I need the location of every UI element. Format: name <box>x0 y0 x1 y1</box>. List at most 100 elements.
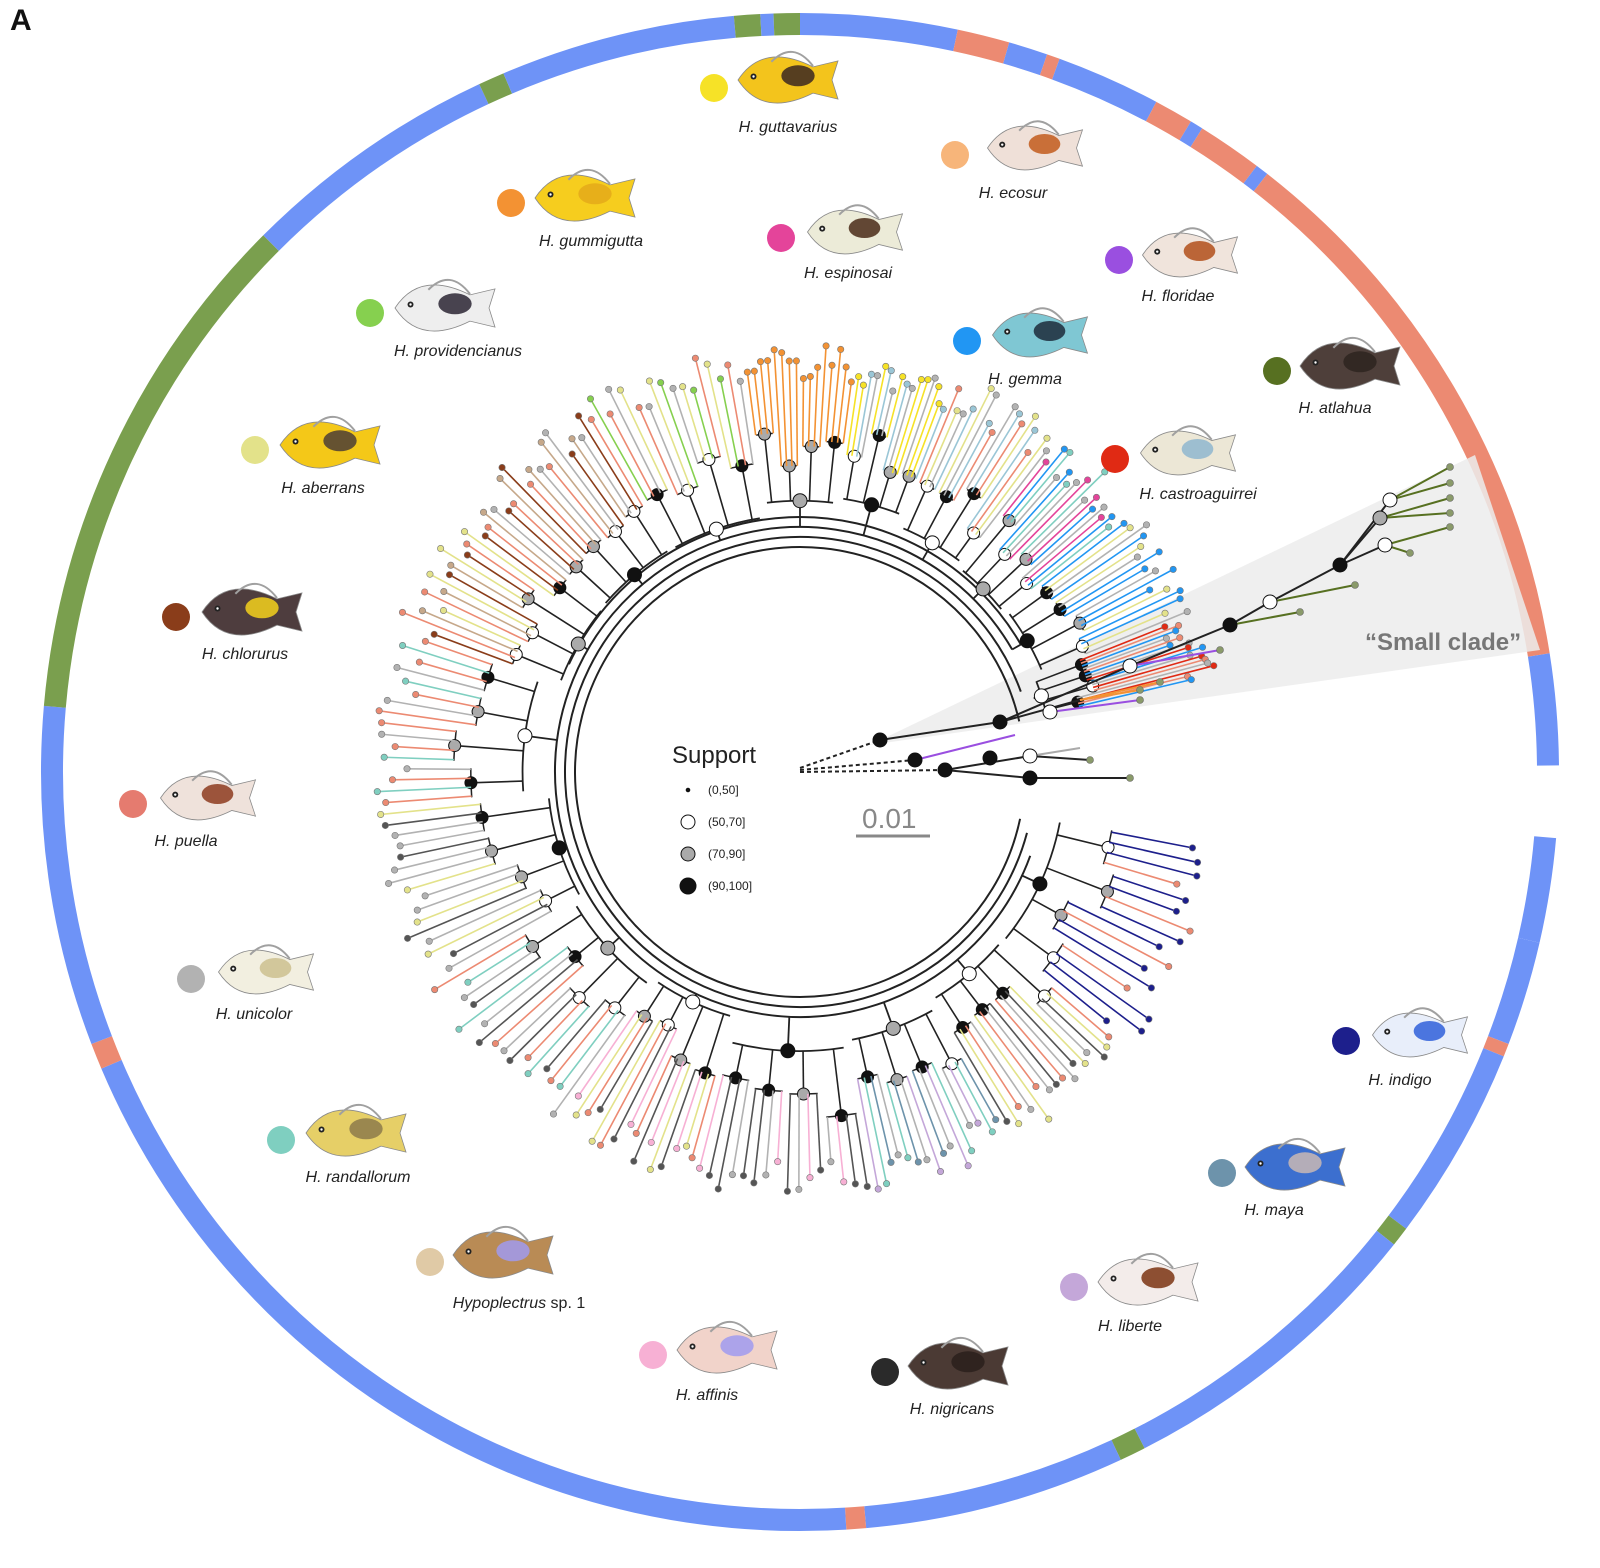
ring-segment <box>508 27 735 84</box>
species-ecosur: H. ecosur <box>941 121 1083 202</box>
legend-title: Support <box>672 742 756 769</box>
species-color-dot <box>267 1126 295 1154</box>
species-atlahua: H. atlahua <box>1263 338 1400 417</box>
species-label: H. espinosai <box>804 265 892 282</box>
ring-segment <box>1196 138 1250 175</box>
legend-marker <box>681 815 695 829</box>
species-gemma: H. gemma <box>953 308 1088 388</box>
species-color-dot <box>119 790 147 818</box>
species-label: H. chlorurus <box>202 646 288 663</box>
ring-segment <box>1498 940 1529 1040</box>
ring-segment <box>1529 837 1545 940</box>
species-aberrans: H. aberrans <box>241 417 380 497</box>
ring-segment <box>1116 1438 1139 1449</box>
species-label: H. floridae <box>1142 288 1215 305</box>
species-color-dot <box>1060 1273 1088 1301</box>
species-label: H. aberrans <box>281 480 365 497</box>
ring-segment <box>800 24 956 40</box>
ring-segment <box>1385 1222 1397 1237</box>
species-color-dot <box>1208 1159 1236 1187</box>
ring-segment <box>1056 69 1151 111</box>
species-castroaguirrei: H. castroaguirrei <box>1101 426 1257 503</box>
species-nigricans: H. nigricans <box>871 1338 1008 1418</box>
ring-segment <box>1250 175 1260 183</box>
legend-item-small-dot: (0,50] <box>686 783 738 797</box>
species-label: H. randallorum <box>306 1169 411 1186</box>
fish-illustration <box>306 1105 406 1156</box>
legend-marker <box>686 788 690 792</box>
fish-illustration <box>908 1338 1008 1389</box>
ring-segment <box>1006 53 1043 65</box>
species-color-dot <box>941 141 969 169</box>
legend-item-label: (50,70] <box>708 815 745 829</box>
ring-segment <box>1044 65 1056 69</box>
species-affinis: H. affinis <box>639 1322 777 1404</box>
ring-segment <box>52 707 102 1040</box>
species-label: H. gummigutta <box>539 233 643 250</box>
species-indigo: H. indigo <box>1332 1008 1468 1089</box>
species-color-dot <box>1105 246 1133 274</box>
fish-illustration <box>1373 1008 1468 1057</box>
legend-item-label: (0,50] <box>708 783 739 797</box>
species-color-dot <box>767 224 795 252</box>
species-color-dot <box>497 189 525 217</box>
fish-illustration <box>280 417 380 468</box>
ring-segment <box>111 1064 845 1520</box>
fish-illustration <box>395 280 495 331</box>
species-espinosai: H. espinosai <box>767 205 903 282</box>
species-label: H. guttavarius <box>739 119 838 136</box>
fish-illustration <box>1098 1254 1198 1305</box>
species-unicolor: H. unicolor <box>177 945 314 1023</box>
species-color-dot <box>241 436 269 464</box>
ring-segment <box>865 1450 1116 1517</box>
species-color-dot <box>416 1248 444 1276</box>
fish-illustration <box>202 584 302 635</box>
ring-segment <box>484 83 508 94</box>
species-liberte: H. liberte <box>1060 1254 1198 1335</box>
ring-segment <box>735 25 761 27</box>
species-label: H. unicolor <box>216 1006 293 1023</box>
phylogenetic-tree <box>374 343 1217 1195</box>
species-color-dot <box>162 603 190 631</box>
species-label: H. nigricans <box>910 1401 994 1418</box>
species-label: H. ecosur <box>979 185 1048 202</box>
species-gummigutta: H. gummigutta <box>497 170 643 250</box>
ring-segment <box>1151 112 1185 131</box>
species-label: Hypoplectrus sp. 1 <box>453 1295 586 1312</box>
species-providencianus: H. providencianus <box>356 280 522 360</box>
legend-item-white: (50,70] <box>681 815 745 829</box>
legend-item-grey: (70,90] <box>681 847 745 861</box>
species-color-dot <box>1263 357 1291 385</box>
species-floridae: H. floridae <box>1105 228 1238 305</box>
species-label: H. affinis <box>676 1387 738 1404</box>
fish-illustration <box>219 945 314 994</box>
ring-segment <box>1494 1040 1499 1052</box>
fish-illustration <box>1141 426 1236 475</box>
species-maya: H. maya <box>1208 1139 1345 1219</box>
species-chlorurus: H. chlorurus <box>162 584 302 663</box>
ring-segment <box>761 24 774 25</box>
ring-segment <box>102 1040 112 1064</box>
fish-illustration <box>161 771 256 820</box>
support-legend: Support (0,50] (50,70] (70,90] (90,100] <box>672 742 756 894</box>
species-label: H. providencianus <box>394 343 522 360</box>
ring-segment <box>1185 131 1196 138</box>
legend-item-black: (90,100] <box>680 878 752 894</box>
species-sp1: Hypoplectrus sp. 1 <box>416 1227 585 1312</box>
legend-item-label: (70,90] <box>708 847 745 861</box>
species-color-dot <box>356 299 384 327</box>
species-color-dot <box>871 1358 899 1386</box>
species-color-dot <box>639 1341 667 1369</box>
legend-marker <box>680 878 696 894</box>
fish-illustration <box>988 121 1083 170</box>
fish-illustration <box>535 170 635 221</box>
outer-color-ring <box>52 24 1548 1520</box>
species-label: H. indigo <box>1368 1072 1431 1089</box>
species-label: H. puella <box>154 833 217 850</box>
species-randallorum: H. randallorum <box>267 1105 410 1186</box>
legend-item-label: (90,100] <box>708 879 752 893</box>
ring-segment <box>55 243 271 707</box>
species-puella: H. puella <box>119 771 256 850</box>
ring-segment <box>1539 655 1548 765</box>
